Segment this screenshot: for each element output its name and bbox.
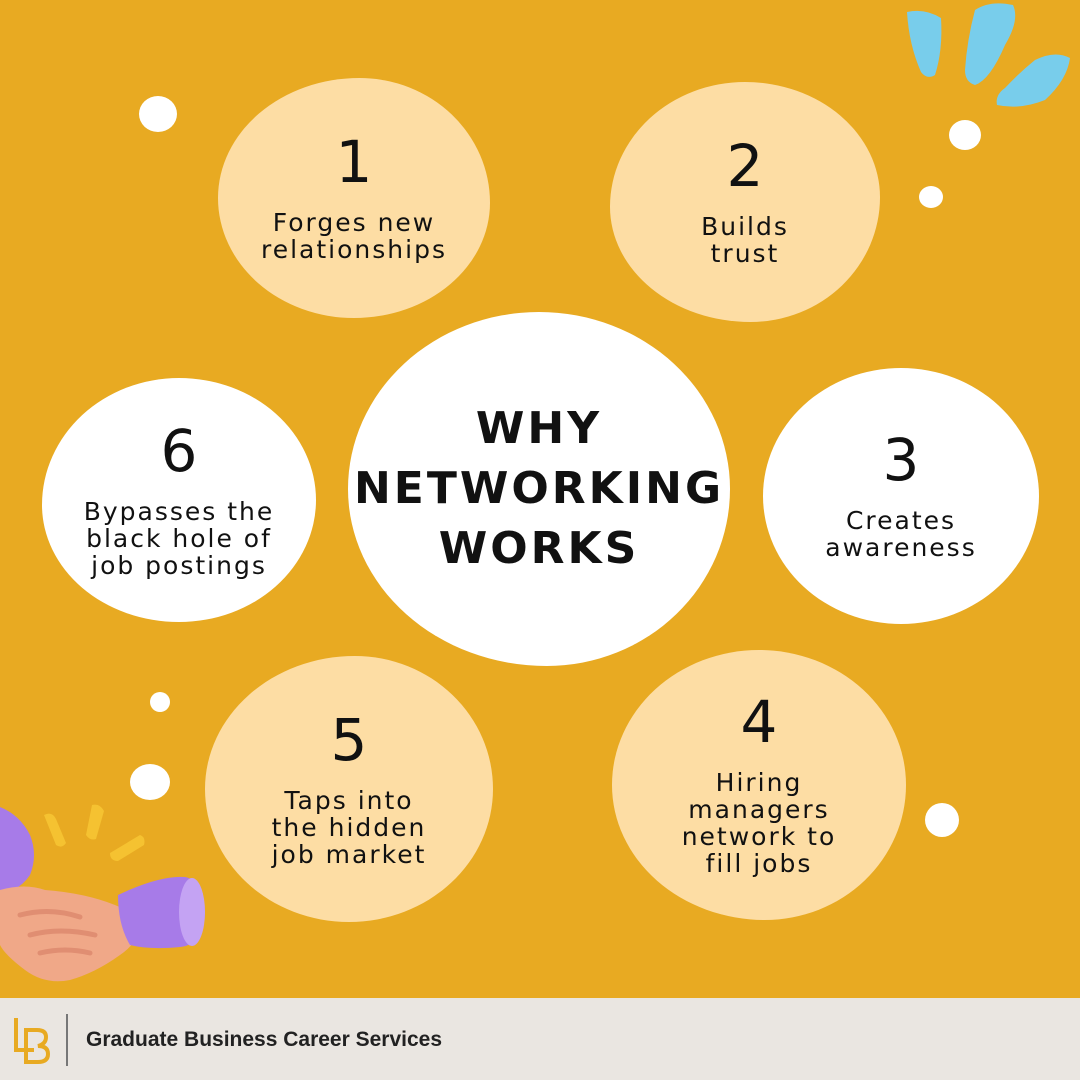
reason-1-text: Forges new relationships xyxy=(261,208,447,264)
handshake-icon xyxy=(0,804,205,982)
decorative-dot xyxy=(925,803,959,837)
footer-divider xyxy=(66,1014,68,1066)
reason-6-text: Bypasses the black hole of job postings xyxy=(83,496,275,580)
decorative-dot xyxy=(949,120,981,150)
reason-2-text: Builds trust xyxy=(701,212,789,268)
reason-5-number: 5 xyxy=(330,705,368,774)
page-title: WHY NETWORKING WORKS xyxy=(353,403,725,574)
reason-3-number: 3 xyxy=(882,426,920,494)
sparkle-icon xyxy=(907,3,1070,107)
reason-5-text: Taps into the hidden job market xyxy=(271,785,427,869)
decorative-dot xyxy=(150,692,170,712)
decorative-dot xyxy=(130,764,170,800)
reason-6-bubble: 6 Bypasses the black hole of job posting… xyxy=(42,378,316,622)
footer-bar: Graduate Business Career Services xyxy=(0,998,1080,1080)
organization-name: Graduate Business Career Services xyxy=(86,1028,443,1051)
university-logo xyxy=(14,1018,51,1064)
reason-4-bubble: 4 Hiring managers network to fill jobs xyxy=(612,650,906,920)
reason-6-number: 6 xyxy=(160,416,198,485)
infographic-canvas: 1 Forges new relationships 2 Builds trus… xyxy=(0,3,1070,982)
decorative-dot xyxy=(139,96,177,132)
reason-2-number: 2 xyxy=(726,132,764,200)
reason-1-bubble: 1 Forges new relationships xyxy=(218,78,490,318)
reason-4-number: 4 xyxy=(740,688,778,756)
reason-4-text: Hiring managers network to fill jobs xyxy=(681,768,837,878)
reason-3-bubble: 3 Creates awareness xyxy=(763,368,1039,624)
center-title-bubble: WHY NETWORKING WORKS xyxy=(348,312,730,666)
reason-5-bubble: 5 Taps into the hidden job market xyxy=(205,656,493,922)
decorative-dot xyxy=(919,186,943,208)
reason-2-bubble: 2 Builds trust xyxy=(610,82,880,322)
reason-1-number: 1 xyxy=(335,128,373,196)
reason-3-text: Creates awareness xyxy=(825,506,977,562)
